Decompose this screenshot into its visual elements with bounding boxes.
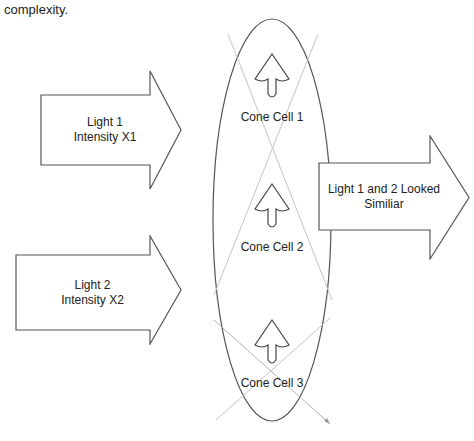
block-arrow-shape (16, 236, 181, 344)
cone-cell: Cone Cell 3 (222, 318, 322, 391)
arrow-text-area: Light 2 Intensity X2 (19, 257, 166, 328)
arrow-label: Light 2 Intensity X2 (51, 278, 135, 308)
guide-line (214, 34, 318, 295)
block-arrow: Light 1 Intensity X1 (40, 70, 182, 190)
cone-cell-shape (255, 54, 289, 97)
text-fragment: complexity. (4, 2, 68, 17)
cone-cell-label: Cone Cell 1 (222, 110, 322, 125)
cone-cell: Cone Cell 1 (222, 52, 322, 125)
cone-cell-icon (252, 318, 292, 366)
cone-cell-label: Cone Cell 2 (222, 240, 322, 255)
cone-cell: Cone Cell 2 (222, 182, 322, 255)
guide-line (228, 34, 332, 300)
cone-cell-label: Cone Cell 3 (222, 376, 322, 391)
cone-cell-shape (255, 184, 289, 227)
block-arrow: Light 1 and 2 Looked Similiar (318, 135, 470, 260)
retina-ellipse (213, 19, 331, 421)
guide-line (216, 318, 330, 420)
arrow-text-area: Light 1 and 2 Looked Similiar (322, 165, 446, 228)
cone-cell-icon (252, 52, 292, 100)
block-arrow: Light 2 Intensity X2 (15, 235, 182, 345)
arrow-text-area: Light 1 Intensity X1 (44, 97, 166, 163)
block-arrow-shape (319, 136, 469, 259)
guide-arrowhead (324, 418, 330, 424)
guide-line (214, 320, 330, 424)
cone-cell-shape (255, 320, 289, 363)
cone-cell-icon (252, 182, 292, 230)
block-arrow-shape (41, 71, 181, 189)
arrow-label: Light 1 and 2 Looked Similiar (322, 182, 446, 212)
arrow-label: Light 1 Intensity X1 (63, 115, 147, 145)
